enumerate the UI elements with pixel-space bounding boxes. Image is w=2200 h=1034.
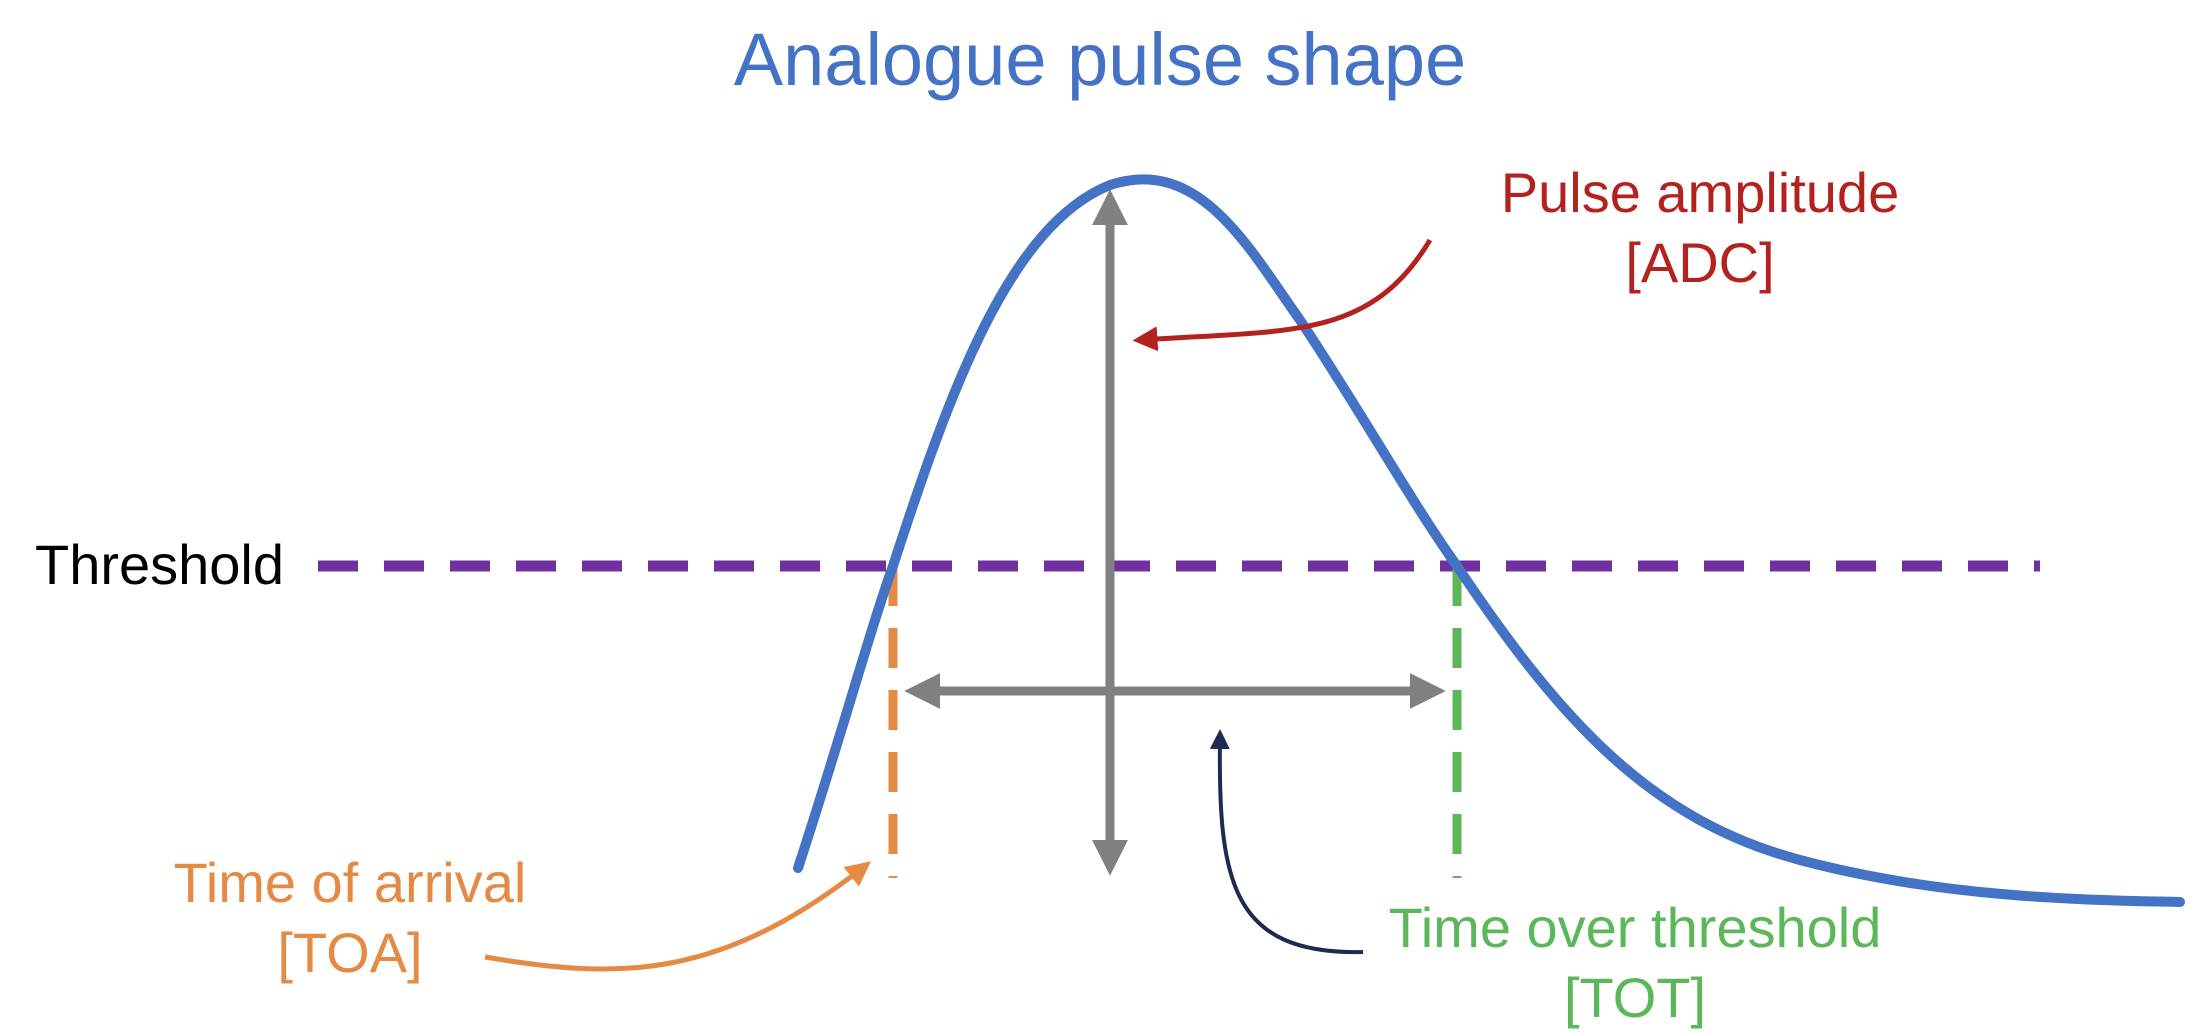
diagram-title: Analogue pulse shape [733,18,1467,101]
amplitude-pointer-arrow [1132,238,1433,352]
threshold-label: Threshold [35,533,285,596]
time-of-arrival-label: Time of arrival [TOA] [150,848,550,988]
time-over-threshold-title: Time over threshold [1388,896,1882,959]
pulse-amplitude-abbrev: [ADC] [1625,231,1775,294]
pulse-amplitude-title: Pulse amplitude [1500,161,1900,224]
time-over-threshold-abbrev: [TOT] [1563,966,1707,1029]
time-of-arrival-abbrev: [TOA] [277,921,423,984]
tot-pointer-arrow [1209,729,1364,955]
pulse-amplitude-label: Pulse amplitude [ADC] [1475,158,1925,298]
time-of-arrival-title: Time of arrival [173,851,527,914]
toa-pointer-arrow [484,861,871,972]
time-over-threshold-label: Time over threshold [TOT] [1360,893,1910,1033]
